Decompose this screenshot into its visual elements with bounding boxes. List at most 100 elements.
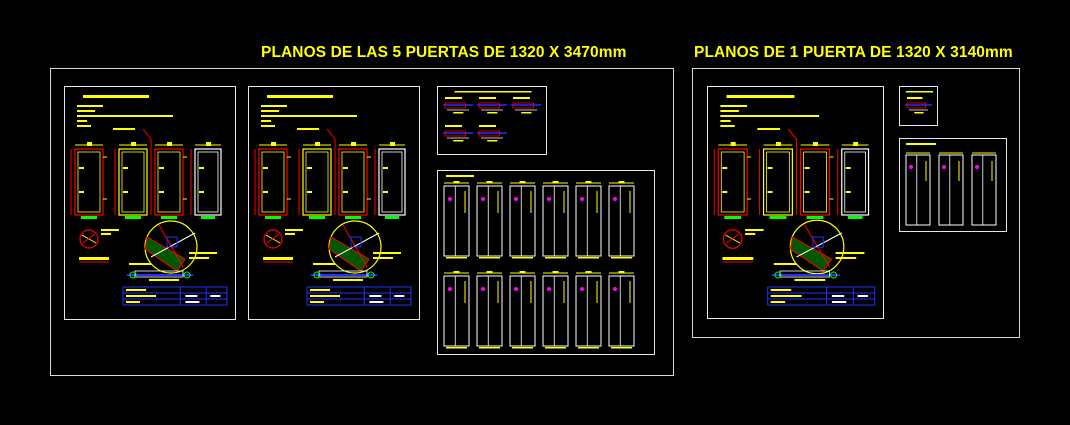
section-end-mark — [367, 271, 375, 279]
door-elevation — [542, 275, 569, 347]
hardware-mark — [845, 191, 851, 193]
section-body — [444, 102, 466, 109]
door-elevation — [476, 185, 503, 257]
door-leaf — [844, 151, 866, 213]
door-elevation — [575, 185, 602, 257]
dimension-text — [453, 271, 460, 273]
dimension-text — [618, 271, 625, 273]
section-text — [521, 112, 532, 114]
hardware-mark — [722, 167, 728, 169]
title-block-text — [831, 295, 845, 297]
hardware-mark — [199, 167, 204, 169]
hardware-mark — [79, 167, 84, 169]
door-leaf — [381, 151, 403, 213]
door-elevation-white — [841, 148, 870, 216]
door-leaf — [77, 151, 101, 213]
text-line — [794, 279, 826, 281]
door-leaf — [305, 151, 329, 213]
text-line — [149, 279, 179, 281]
door-elevation-red2 — [154, 148, 184, 216]
handle-marker — [580, 287, 584, 291]
section-text — [453, 140, 464, 142]
hardware-mark — [845, 167, 851, 169]
dimension-text — [585, 181, 592, 183]
hardware-mark — [804, 191, 810, 193]
text-line — [720, 125, 735, 127]
door-elevation — [509, 185, 536, 257]
handle-marker — [481, 287, 485, 291]
hardware-mark — [383, 191, 388, 193]
leader-line — [326, 128, 336, 140]
text-line — [745, 233, 756, 235]
hardware-mark — [123, 191, 128, 193]
handle-marker — [448, 287, 452, 291]
floor-line — [545, 347, 566, 349]
handle-marker — [448, 197, 452, 201]
hardware-mark — [722, 191, 728, 193]
sheet-title-bar — [906, 143, 936, 145]
detail-hatch — [726, 233, 740, 244]
floor-line — [512, 347, 533, 349]
detail-sheet-3 — [707, 86, 884, 319]
title-block-text — [210, 295, 221, 297]
section-text — [487, 140, 498, 142]
dimension-text — [813, 142, 819, 146]
section-body — [906, 102, 927, 109]
section-text — [453, 112, 464, 114]
dimension-text — [315, 142, 320, 146]
door-elevation-red2 — [800, 148, 831, 216]
handle-marker — [547, 197, 551, 201]
handle-marker — [547, 287, 551, 291]
text-line — [261, 125, 275, 127]
section-body — [444, 130, 466, 137]
floor-line — [769, 216, 787, 219]
hardware-mark — [123, 167, 128, 169]
hardware-mark — [159, 191, 164, 193]
five-doors-frame — [50, 68, 674, 376]
detail-circle-small — [263, 229, 283, 249]
hardware-mark — [79, 191, 84, 193]
hardware-mark — [343, 191, 348, 193]
title-block — [767, 286, 876, 306]
sheet-title-bar — [267, 95, 333, 98]
hardware-mark — [263, 167, 268, 169]
hardware-mark — [804, 167, 810, 169]
floor-line — [446, 257, 467, 259]
detail-circle-small — [79, 229, 99, 249]
door-elevation-red — [258, 148, 288, 216]
door-leaf — [341, 151, 365, 213]
detail-profile — [812, 236, 824, 248]
handle-marker — [942, 165, 946, 169]
section-body — [512, 102, 534, 109]
text-line — [757, 128, 781, 130]
detail-hatch — [82, 233, 96, 244]
floor-line — [724, 216, 742, 219]
door-elevation-yellow — [762, 148, 793, 216]
text-line — [77, 105, 103, 107]
floor-line — [125, 216, 141, 219]
handle-marker — [909, 165, 913, 169]
text-line — [745, 229, 764, 231]
section-detail-small-sheet — [899, 86, 938, 126]
door-leaf — [803, 151, 827, 213]
dimension-text — [552, 271, 559, 273]
dimension-text — [167, 142, 172, 146]
hardware-mark — [383, 167, 388, 169]
floor-line — [578, 347, 599, 349]
section-label — [445, 125, 462, 127]
text-line — [773, 263, 797, 265]
hardware-mark — [199, 191, 204, 193]
dimension-text — [453, 181, 460, 183]
text-line — [285, 233, 295, 235]
floor-line — [479, 347, 500, 349]
text-line — [261, 120, 271, 122]
section-end-mark — [313, 271, 321, 279]
floor-line — [578, 257, 599, 259]
floor-line — [545, 257, 566, 259]
title-block-text — [185, 301, 200, 303]
leader-line — [142, 128, 152, 140]
hardware-mark — [767, 191, 773, 193]
detail-line — [796, 232, 843, 258]
detail-line — [150, 232, 196, 258]
text-line — [373, 252, 401, 254]
